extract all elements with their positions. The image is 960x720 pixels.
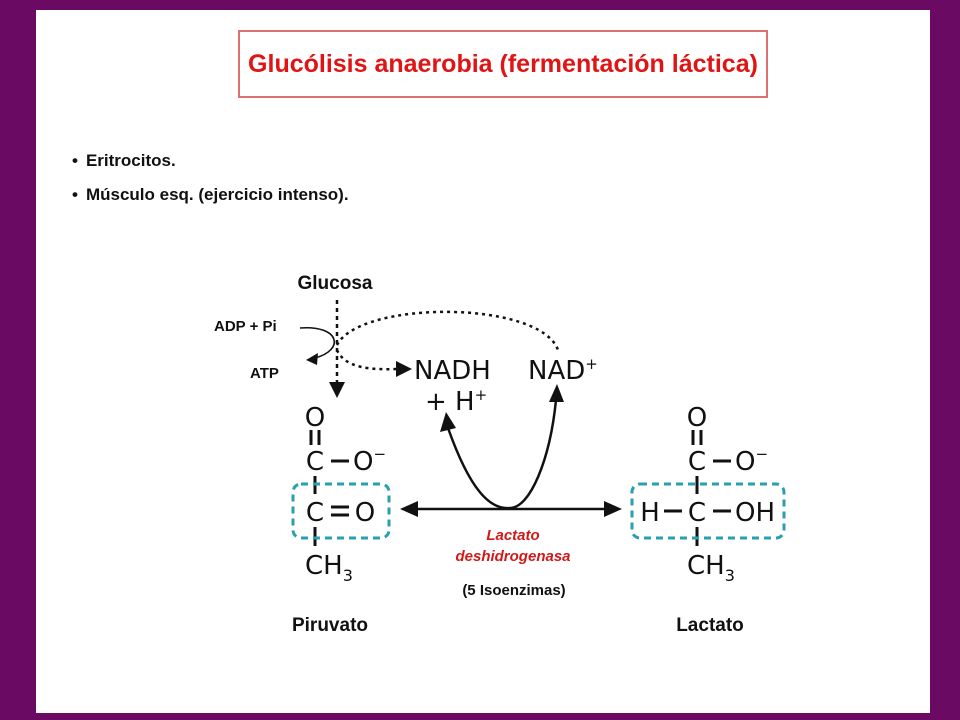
enzyme-label-line1: Lactato bbox=[486, 527, 539, 544]
bullet-item: Eritrocitos. bbox=[72, 146, 349, 180]
adp-pi-label: ADP + Pi bbox=[214, 318, 277, 335]
nad-label: NAD+ bbox=[528, 355, 598, 386]
bullet-list: Eritrocitos. Músculo esq. (ejercicio int… bbox=[72, 146, 349, 214]
pyruvate-ch3: CH3 bbox=[305, 551, 353, 585]
lactate-c1: C bbox=[688, 447, 706, 477]
nadh-arrow-head bbox=[396, 361, 412, 377]
pyruvate-c2: C bbox=[306, 498, 324, 528]
nad-return-dotted-arc bbox=[335, 310, 560, 351]
bullet-item: Músculo esq. (ejercicio intenso). bbox=[72, 180, 349, 214]
nadh-label: NADH bbox=[414, 356, 491, 386]
atp-label: ATP bbox=[250, 365, 279, 382]
reaction-arrow-head-left bbox=[400, 501, 418, 517]
h-plus-label: + H+ bbox=[425, 386, 487, 417]
lactate-o-top: O bbox=[687, 403, 707, 433]
lactato-label: Lactato bbox=[676, 615, 744, 636]
piruvato-label: Piruvato bbox=[292, 615, 368, 636]
nad-curve-arrow-head bbox=[549, 384, 564, 402]
pyruvate-structure: O C O− C O CH3 bbox=[291, 403, 391, 585]
lactate-h: H bbox=[640, 498, 660, 528]
nadh-curve-arrow-head bbox=[440, 412, 456, 432]
lactate-alcohol-highlight-box bbox=[630, 482, 786, 540]
pyruvate-keto-highlight-box bbox=[291, 482, 391, 540]
lactate-oh: OH bbox=[735, 498, 775, 528]
pyruvate-o-minus: O− bbox=[353, 445, 386, 477]
pyruvate-o-top: O bbox=[305, 403, 325, 433]
reaction-arrow-head-right bbox=[604, 501, 622, 517]
nadh-dotted-curve bbox=[335, 349, 399, 371]
atp-arrow-head bbox=[306, 353, 318, 365]
isoenzimas-label: (5 Isoenzimas) bbox=[462, 582, 565, 599]
lactate-structure: O C O− H C OH CH3 bbox=[630, 403, 786, 585]
adp-atp-curve bbox=[299, 327, 335, 359]
pyruvate-o-keto: O bbox=[355, 498, 375, 528]
enzyme-label-line2: deshidrogenasa bbox=[455, 548, 570, 565]
glucosa-label: Glucosa bbox=[298, 273, 373, 294]
slide-canvas bbox=[36, 10, 930, 713]
title-box: Glucólisis anaerobia (fermentación lácti… bbox=[238, 30, 768, 98]
slide-title: Glucólisis anaerobia (fermentación lácti… bbox=[248, 49, 758, 78]
glycolysis-arrow-head bbox=[329, 382, 345, 398]
pyruvate-c1: C bbox=[306, 447, 324, 477]
lactate-c2: C bbox=[688, 498, 706, 528]
lactate-o-minus: O− bbox=[735, 445, 768, 477]
lactate-ch3: CH3 bbox=[687, 551, 735, 585]
